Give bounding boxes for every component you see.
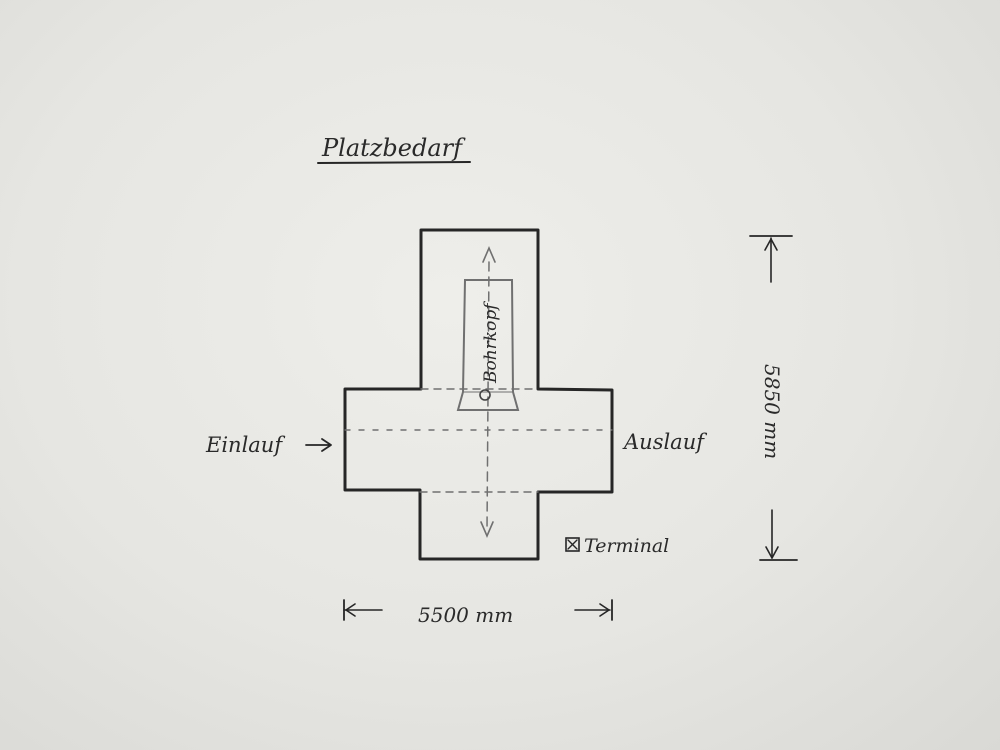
drill-spindle-icon xyxy=(479,389,491,401)
height-dimension: 5850 mm xyxy=(749,235,798,561)
travel-arrow-down-icon xyxy=(480,521,494,539)
height-arrow-up-icon xyxy=(764,238,778,251)
interior-dashed-lines xyxy=(344,388,613,493)
outlet-label: Auslauf xyxy=(622,430,707,454)
height-dimension-label: 5850 mm xyxy=(760,364,784,459)
drill-head-label: Bohrkopf xyxy=(481,301,501,384)
title-group: Platzbedarf xyxy=(317,134,471,164)
drill-head-travel-axis xyxy=(480,245,496,539)
inlet-label: Einlauf xyxy=(205,433,285,457)
width-dimension: 5500 mm xyxy=(343,599,613,627)
machine-footprint-outline xyxy=(343,228,614,561)
drawing-title: Platzbedarf xyxy=(321,134,466,162)
width-arrow-left-icon xyxy=(345,603,356,617)
travel-arrow-up-icon xyxy=(482,245,496,263)
height-arrow-down-icon xyxy=(765,546,779,559)
drill-head-box: Bohrkopf xyxy=(456,279,520,411)
terminal-label: Terminal xyxy=(584,535,669,557)
width-arrow-right-icon xyxy=(599,603,610,617)
inlet-group: Einlauf xyxy=(205,433,332,457)
inlet-arrow-icon xyxy=(305,438,332,452)
terminal-group: Terminal xyxy=(565,535,669,557)
title-underline xyxy=(317,161,471,164)
width-dimension-label: 5500 mm xyxy=(418,603,513,627)
terminal-marker-icon xyxy=(565,537,580,552)
